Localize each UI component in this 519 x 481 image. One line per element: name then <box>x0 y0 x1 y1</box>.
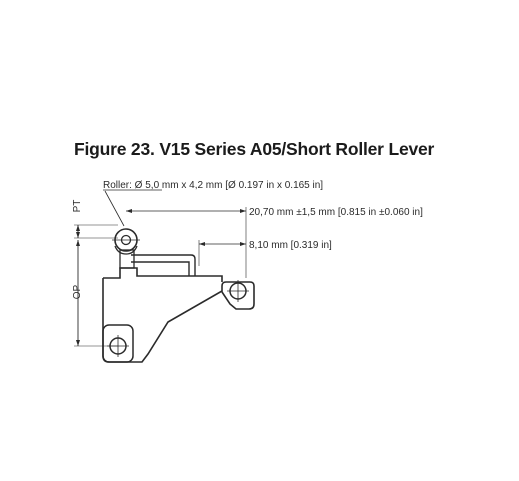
dim-short-arrow-left <box>199 242 205 246</box>
pt-label: PT <box>72 200 83 213</box>
dim-long-label: 20,70 mm ±1,5 mm [0.815 in ±0.060 in] <box>249 207 423 218</box>
mounting-pad-left <box>102 324 134 363</box>
op-arrow-bottom <box>76 340 80 346</box>
pt-arrow-bottom <box>76 232 80 238</box>
roller-leader-line <box>104 190 125 227</box>
dim-long-arrow-right <box>240 209 246 213</box>
dim-short-label: 8,10 mm [0.319 in] <box>249 240 332 251</box>
figure-title: Figure 23. V15 Series A05/Short Roller L… <box>74 139 435 159</box>
dim-short-arrow-right <box>240 242 246 246</box>
roller-bracket <box>114 245 138 255</box>
pt-arrow-top <box>76 225 80 231</box>
op-arrow-top <box>76 240 80 246</box>
plunger <box>119 249 135 269</box>
lever-arm <box>131 254 196 276</box>
dim-long-arrow-left <box>126 209 132 213</box>
op-label: OP <box>72 284 83 299</box>
roller-label: Roller: Ø 5,0 mm x 4,2 mm [Ø 0.197 in x … <box>103 180 323 191</box>
